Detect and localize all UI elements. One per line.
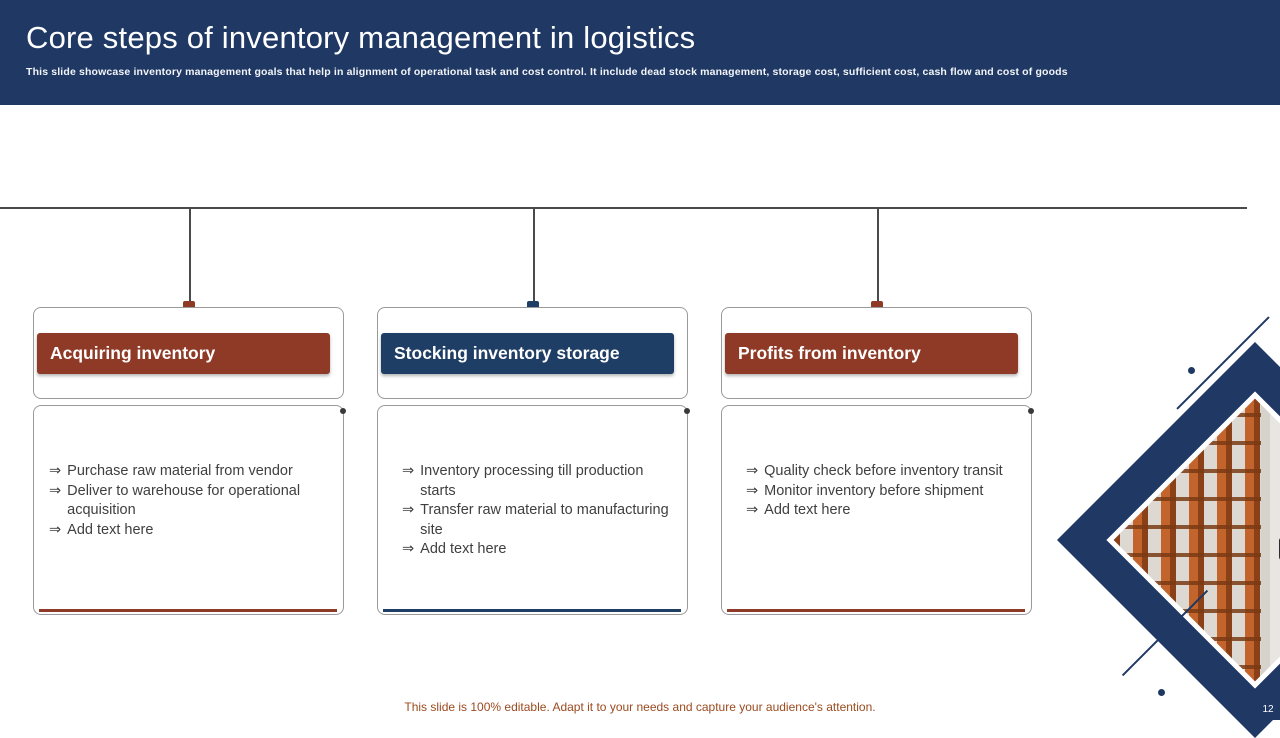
corner-dot [340,408,346,414]
corner-dot [684,408,690,414]
bullet-list: ⇒ Quality check before inventory transit… [746,462,1021,521]
title-frame: Acquiring inventory [33,307,344,399]
arrow-glyph: ⇒ [402,541,415,557]
bullet-item: ⇒ Add text here [402,540,677,560]
title-frame: Stocking inventory storage [377,307,688,399]
column-title: Stocking inventory storage [394,343,620,363]
accent-underline [39,609,337,612]
bullet-text: Add text here [764,502,851,518]
column-title-bar: Acquiring inventory [37,333,330,374]
bullet-item: ⇒ Purchase raw material from vendor [49,462,333,482]
footer-note: This slide is 100% editable. Adapt it to… [404,700,876,714]
process-column-acquiring: Acquiring inventory ⇒ Purchase raw mater… [33,207,346,627]
slide-subtitle: This slide showcase inventory management… [26,66,1068,78]
column-title: Acquiring inventory [50,343,216,363]
bullet-item: ⇒ Transfer raw material to manufacturing… [402,501,677,540]
accent-underline [727,609,1025,612]
arrow-glyph: ⇒ [746,482,759,499]
bullet-list: ⇒ Inventory processing till production s… [402,462,677,560]
slide-header: Core steps of inventory management in lo… [0,0,1280,105]
bullet-list: ⇒ Purchase raw material from vendor ⇒ De… [49,462,333,540]
content-card: ⇒ Purchase raw material from vendor ⇒ De… [33,405,346,615]
bullet-item: ⇒ Add text here [746,501,1021,521]
arrow-glyph: ⇒ [746,502,759,518]
warehouse-racks [1106,392,1261,689]
accent-underline [383,609,681,612]
content-card: ⇒ Inventory processing till production s… [377,405,690,615]
process-column-profits: Profits from inventory ⇒ Quality check b… [721,207,1034,627]
bullet-text: Purchase raw material from vendor [67,463,293,479]
bullet-item: ⇒ Monitor inventory before shipment [746,482,1021,502]
bullet-text: Add text here [67,521,154,538]
connector-horizontal-line [0,207,1247,209]
diagonal-line-bottom [1121,589,1209,677]
bullet-text: Monitor inventory before shipment [764,482,984,499]
page-number: 12 [1256,698,1280,720]
bullet-item: ⇒ Deliver to warehouse for operational a… [49,482,333,521]
arrow-glyph: ⇒ [49,482,62,499]
arrow-glyph: ⇒ [49,521,62,538]
bullet-text: Add text here [420,541,507,557]
slide-title: Core steps of inventory management in lo… [26,20,696,55]
decor-diamond [1057,342,1280,738]
connector-vertical-line [189,207,191,303]
connector-vertical-line [877,207,879,303]
bullet-item: ⇒ Add text here [49,521,333,541]
column-title-bar: Profits from inventory [725,333,1018,374]
bullet-text: Deliver to warehouse for operational acq… [67,482,301,519]
warehouse-photo [1106,392,1280,689]
decor-dot-top [1188,367,1195,374]
diagonal-line-top [1176,316,1270,410]
decor-dot-bottom [1158,689,1165,696]
content-card: ⇒ Quality check before inventory transit… [721,405,1034,615]
process-column-stocking: Stocking inventory storage ⇒ Inventory p… [377,207,690,627]
column-title: Profits from inventory [738,343,921,363]
arrow-glyph: ⇒ [746,463,759,479]
connector-vertical-line [533,207,535,303]
bullet-item: ⇒ Quality check before inventory transit [746,462,1021,482]
arrow-glyph: ⇒ [49,463,62,479]
title-frame: Profits from inventory [721,307,1032,399]
bullet-text: Transfer raw material to manufacturing s… [420,502,669,538]
warehouse-photo-diamond [1106,391,1280,689]
bullet-text: Inventory processing till production sta… [420,463,644,499]
bullet-item: ⇒ Inventory processing till production s… [402,462,677,501]
arrow-glyph: ⇒ [402,502,415,518]
bullet-text: Quality check before inventory transit [764,463,1003,479]
arrow-glyph: ⇒ [402,463,415,479]
corner-dot [1028,408,1034,414]
column-title-bar: Stocking inventory storage [381,333,674,374]
